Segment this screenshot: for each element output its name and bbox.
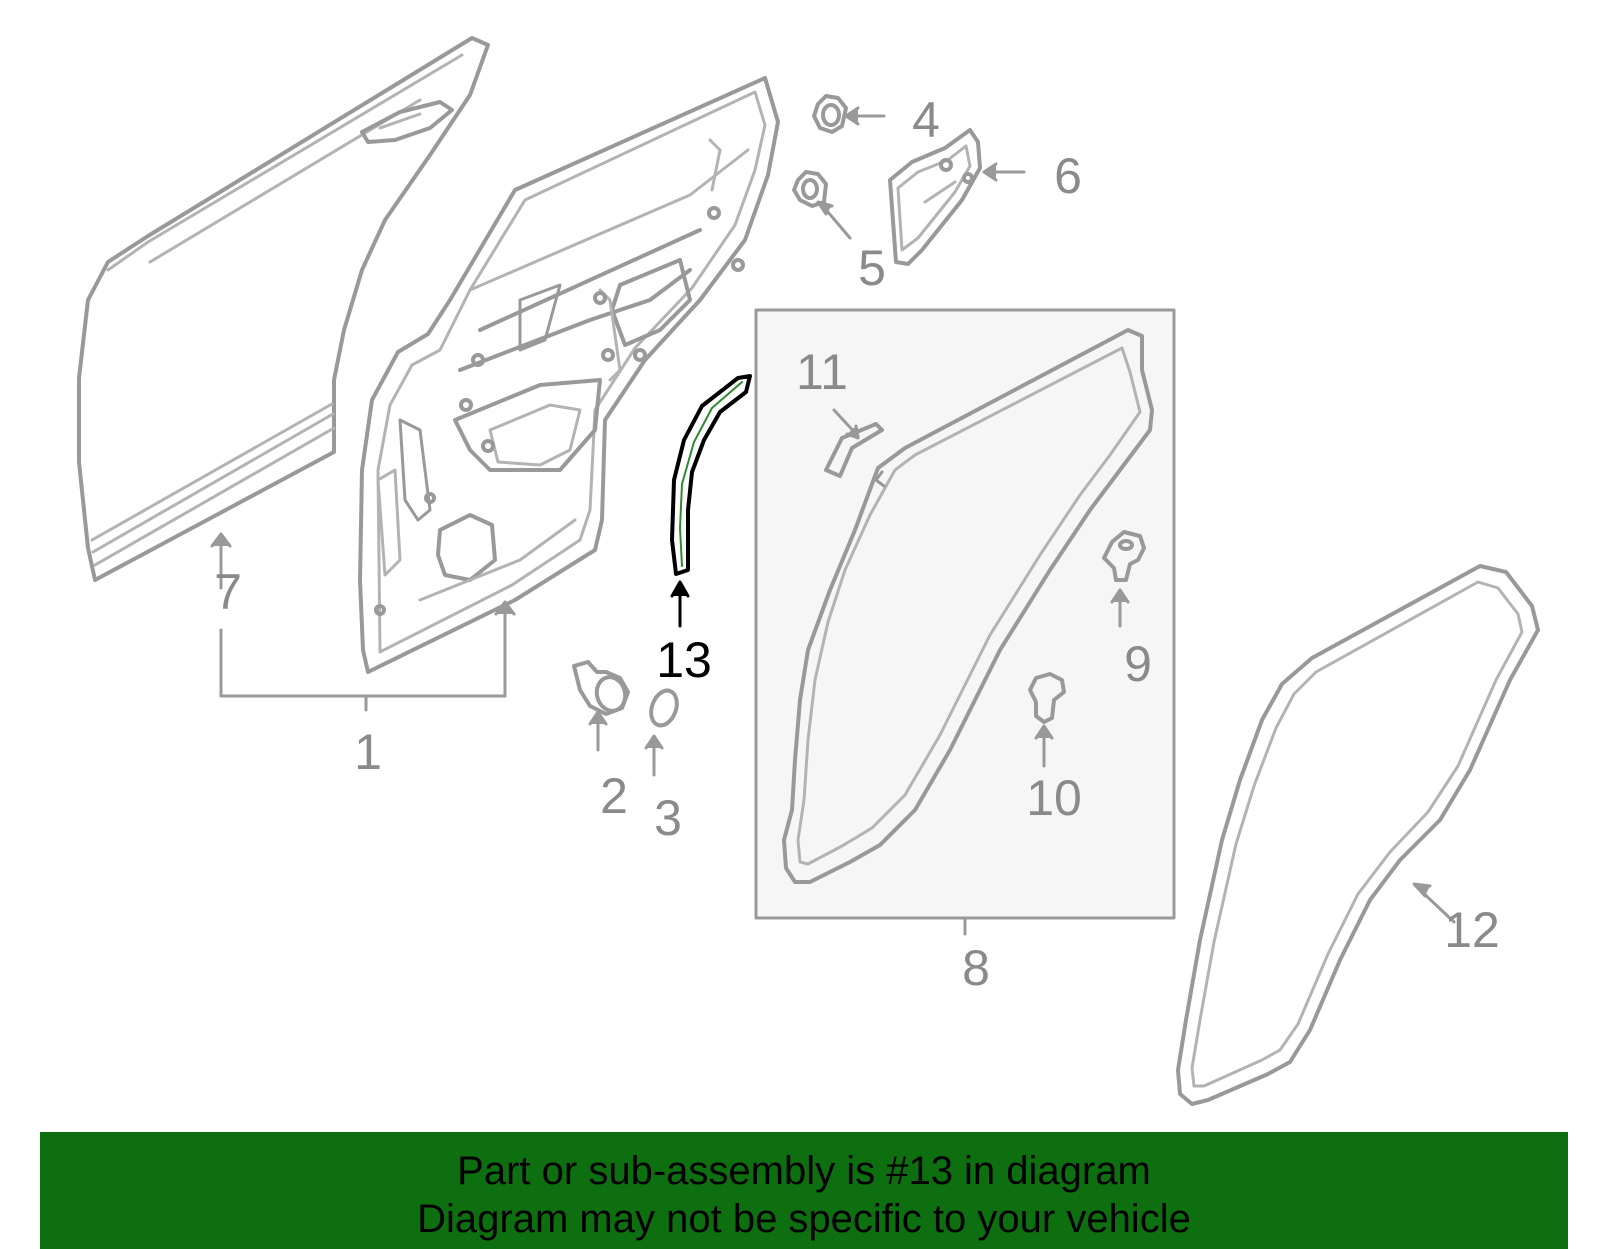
callout-13-arrow bbox=[670, 580, 690, 628]
part-5-clip bbox=[792, 170, 852, 240]
part-11-molding bbox=[824, 408, 884, 478]
callout-label-2: 2 bbox=[600, 768, 628, 824]
part-7-door-outer-panel bbox=[77, 36, 490, 582]
callout-1-bracket bbox=[210, 532, 516, 712]
callout-label-1: 1 bbox=[354, 724, 382, 780]
part-4-clip bbox=[812, 94, 886, 134]
part-8-group-box bbox=[754, 308, 1176, 936]
part-10-clip bbox=[1028, 672, 1066, 768]
part-13-door-trim-strip bbox=[670, 374, 752, 576]
callout-label-3: 3 bbox=[654, 790, 682, 846]
part-9-clip bbox=[1102, 530, 1146, 628]
part-3-grommet bbox=[644, 688, 679, 777]
callout-label-11: 11 bbox=[796, 344, 848, 400]
callout-label-12: 12 bbox=[1444, 902, 1500, 958]
callout-label-7: 7 bbox=[214, 564, 242, 620]
footer-banner: Part or sub-assembly is #13 in diagram D… bbox=[40, 1132, 1568, 1249]
callout-label-4: 4 bbox=[912, 92, 940, 148]
callout-label-9: 9 bbox=[1124, 636, 1152, 692]
part-6-bracket bbox=[888, 128, 1026, 266]
callout-label-6: 6 bbox=[1054, 148, 1082, 204]
part-2-door-bumper bbox=[572, 660, 630, 752]
callout-label-5: 5 bbox=[858, 240, 886, 296]
part-12-body-weatherstrip bbox=[1176, 564, 1540, 1106]
banner-line-2: Diagram may not be specific to your vehi… bbox=[417, 1196, 1191, 1241]
callout-label-8: 8 bbox=[962, 940, 990, 996]
callout-label-10: 10 bbox=[1026, 770, 1082, 826]
banner-line-1: Part or sub-assembly is #13 in diagram bbox=[457, 1148, 1151, 1193]
part-1-door-inner-shell bbox=[358, 76, 780, 674]
callout-label-13: 13 bbox=[656, 632, 712, 688]
door-handle-recess bbox=[360, 100, 454, 144]
part-8-weatherstrip bbox=[782, 328, 1154, 884]
